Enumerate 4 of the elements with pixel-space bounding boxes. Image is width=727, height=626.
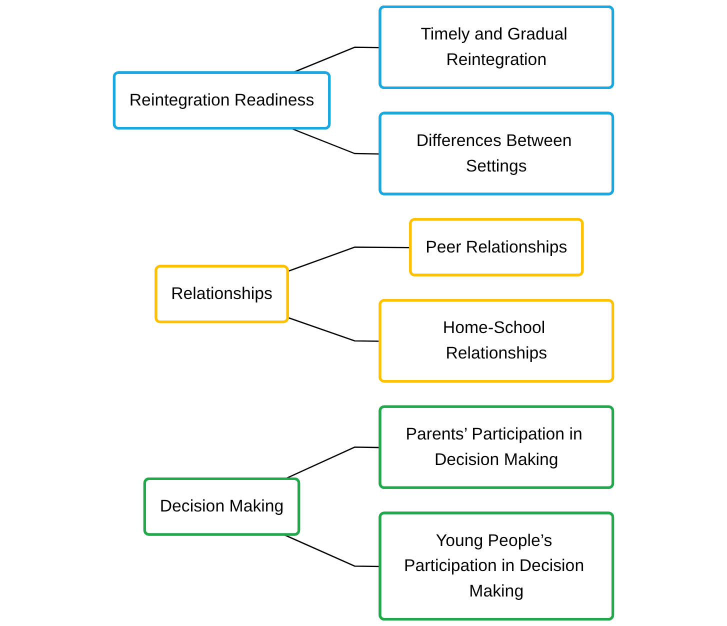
connector — [292, 128, 380, 155]
connector — [284, 534, 380, 568]
connector — [288, 317, 380, 342]
connector — [288, 246, 411, 272]
